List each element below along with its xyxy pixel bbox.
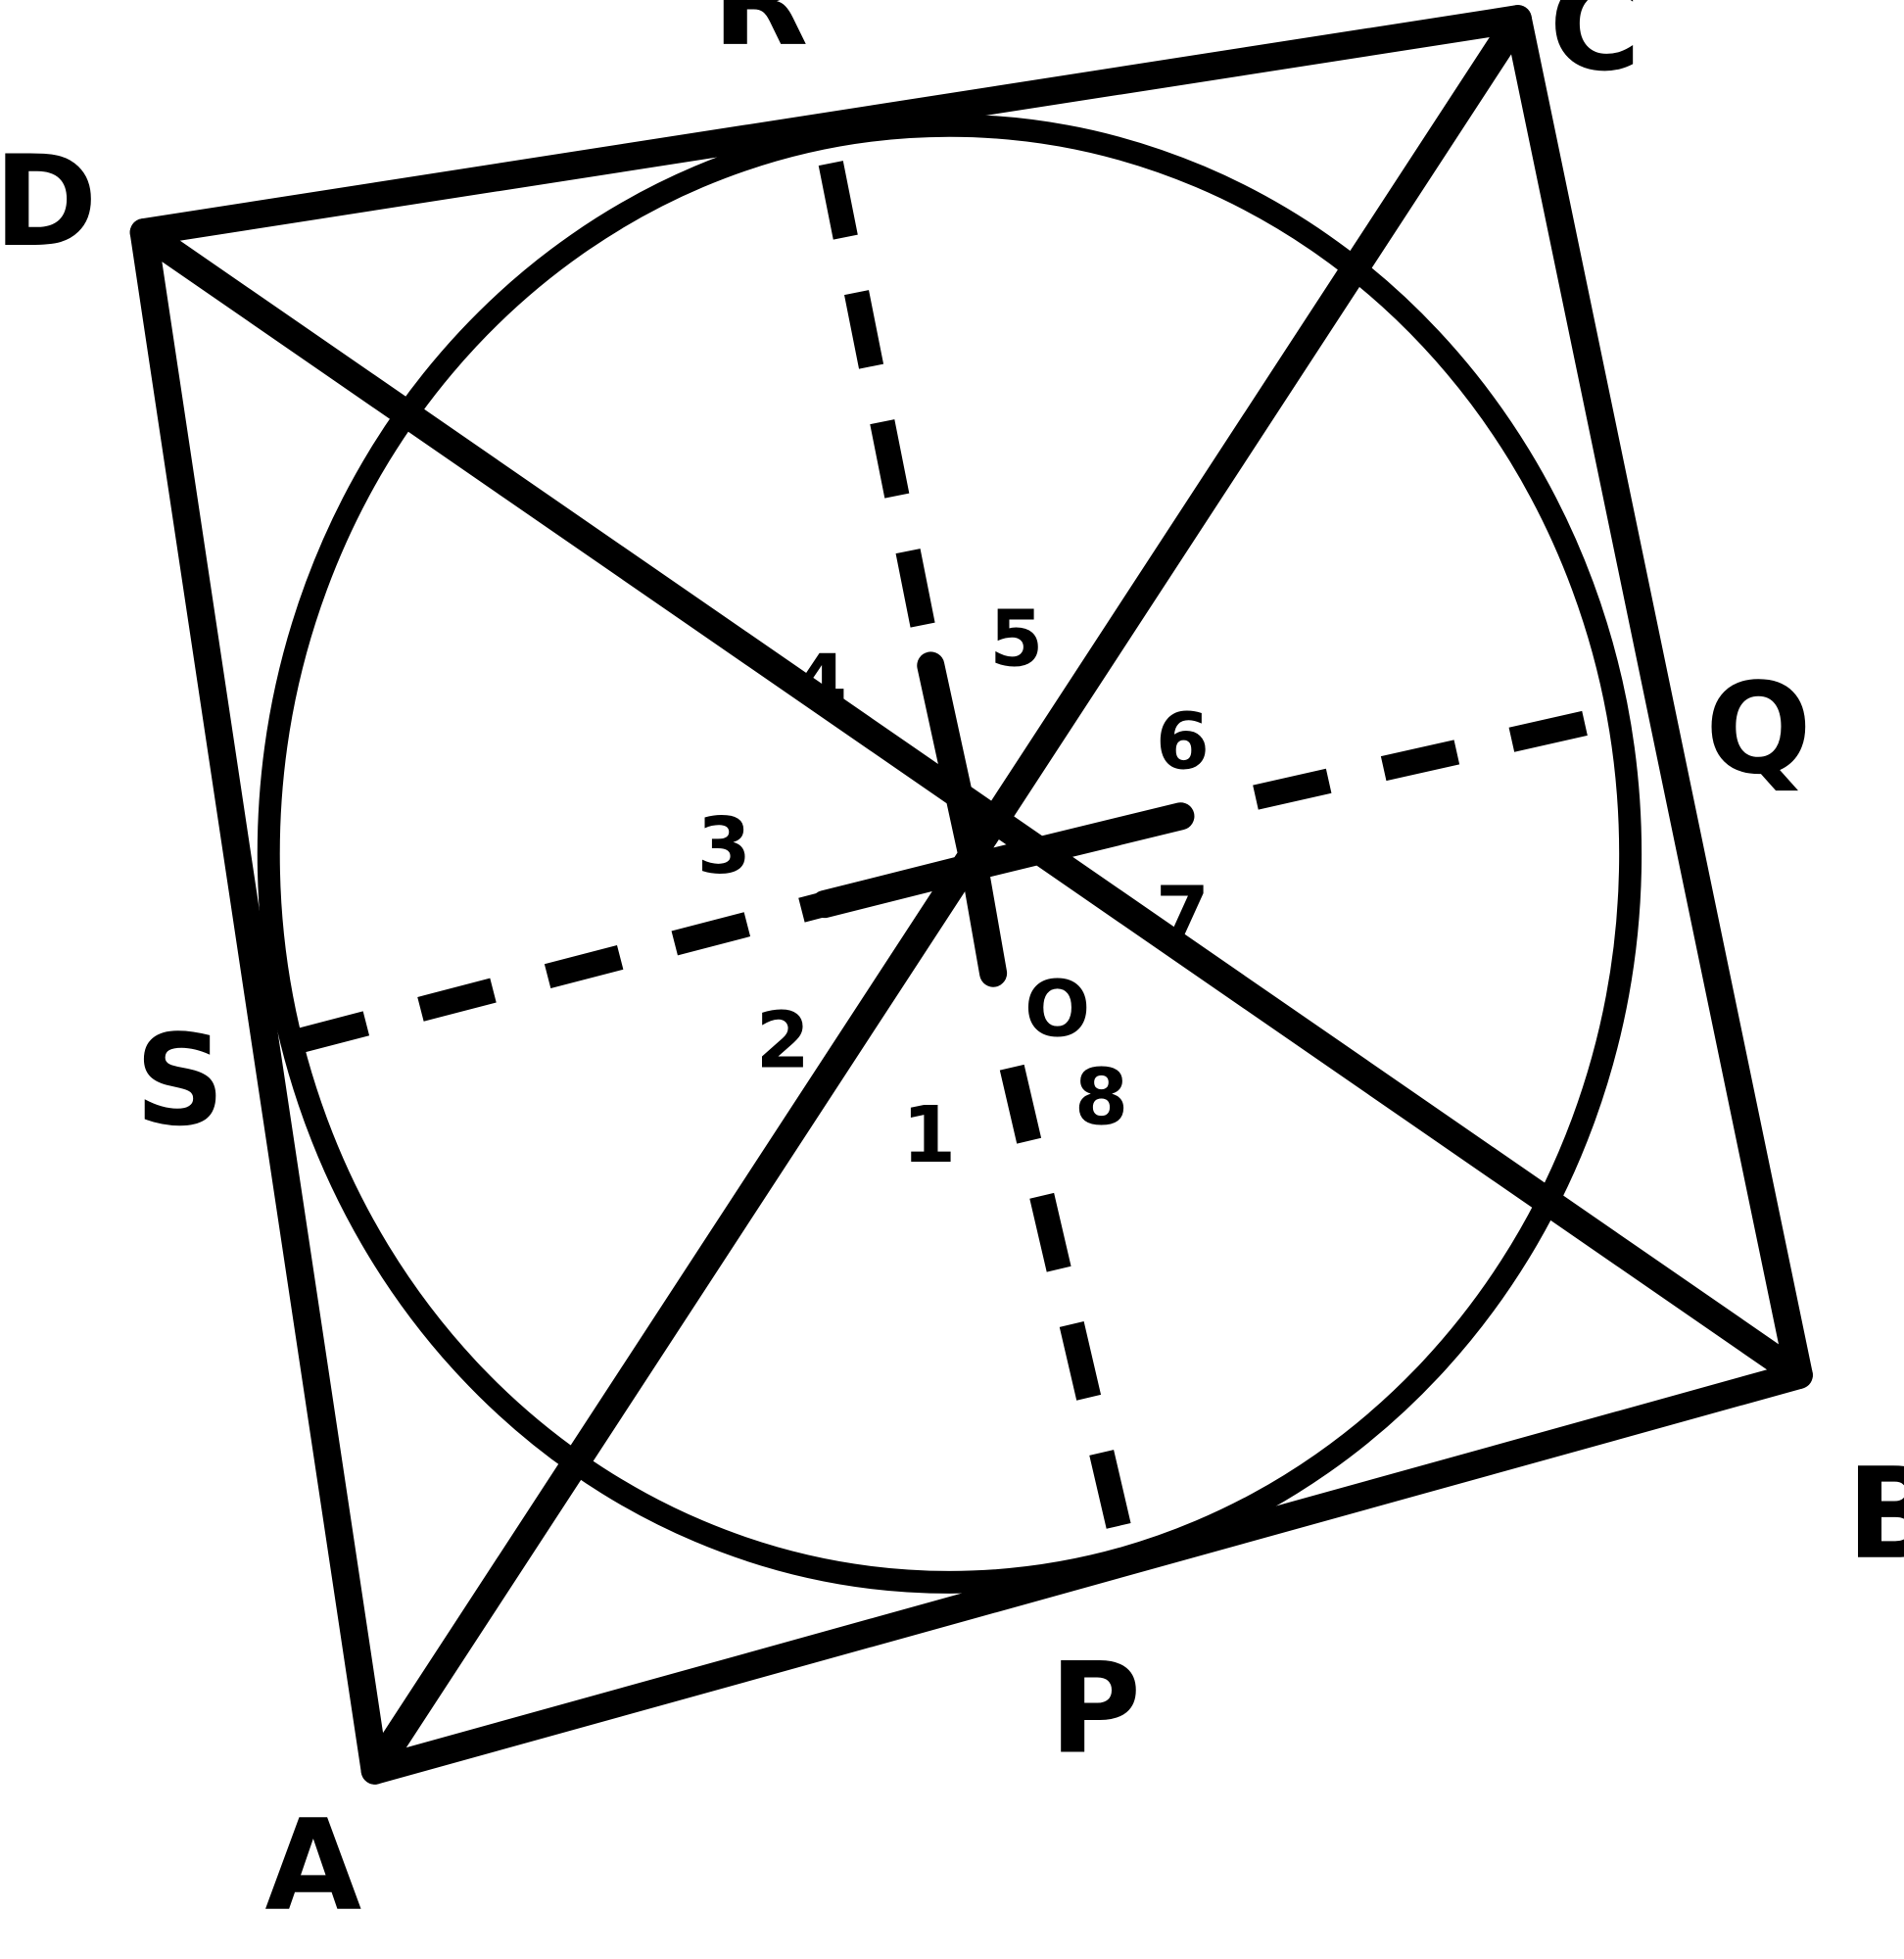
segment-o-q-solid	[960, 802, 1195, 881]
angle-label-6: 6	[1156, 695, 1210, 787]
label-b: B	[1846, 1441, 1904, 1587]
angle-label-3: 3	[697, 800, 751, 891]
segment-o-p-solid	[960, 852, 1008, 987]
radius-os-dashed	[290, 891, 829, 1055]
angle-label-4: 4	[793, 637, 847, 728]
label-s: S	[135, 1008, 225, 1154]
label-p: P	[1049, 1636, 1140, 1782]
incircle	[257, 114, 1642, 1594]
angle-label-7: 7	[1156, 869, 1210, 960]
diagonal-ac	[360, 5, 1532, 1785]
radius-oq-dashed	[1253, 703, 1621, 810]
radius-op-dashed	[999, 1064, 1137, 1554]
label-o: O	[1024, 964, 1090, 1055]
label-a: A	[264, 1792, 361, 1938]
label-c: C	[1549, 0, 1642, 100]
label-d: D	[0, 129, 98, 275]
radius-or-dashed	[818, 161, 943, 669]
angle-label-1: 1	[902, 1089, 956, 1180]
angle-label-2: 2	[756, 995, 810, 1086]
label-r: R	[712, 0, 808, 74]
segment-o-s-solid	[810, 852, 988, 919]
angle-label-8: 8	[1074, 1051, 1128, 1142]
angle-label-5: 5	[989, 593, 1043, 684]
label-q: Q	[1705, 656, 1811, 802]
segment-o-r-solid	[917, 651, 988, 881]
